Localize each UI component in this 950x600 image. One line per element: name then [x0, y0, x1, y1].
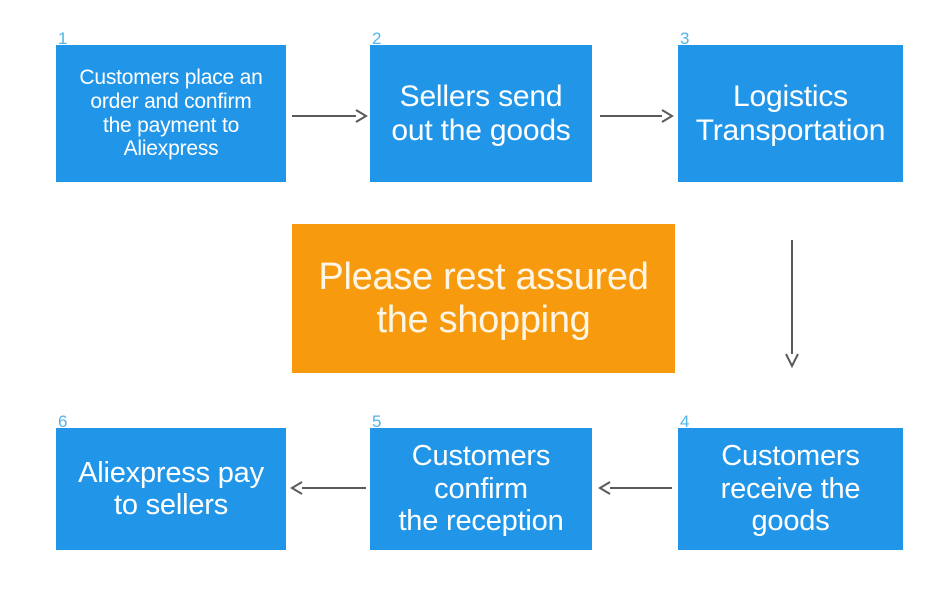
- step-number-6: 6: [58, 412, 68, 431]
- step-box-1[interactable]: Customers place an order and confirm the…: [56, 45, 286, 182]
- step-number-1: 1: [58, 29, 68, 48]
- step-box-4[interactable]: Customers receive the goods: [678, 428, 903, 550]
- arrow-step5-to-step6: [290, 481, 366, 495]
- step-box-5-label: Customers confirm the reception: [398, 440, 564, 538]
- step-box-6-label: Aliexpress pay to sellers: [78, 456, 264, 521]
- step-number-3: 3: [680, 29, 690, 48]
- step-box-3[interactable]: Logistics Transportation: [678, 45, 903, 182]
- step-box-2[interactable]: Sellers send out the goods: [370, 45, 592, 182]
- assurance-banner-label: Please rest assured the shopping: [318, 255, 649, 341]
- step-box-4-label: Customers receive the goods: [720, 440, 861, 538]
- assurance-banner: Please rest assured the shopping: [292, 224, 675, 373]
- step-number-2: 2: [372, 29, 382, 48]
- step-number-4: 4: [680, 412, 690, 431]
- step-box-2-label: Sellers send out the goods: [391, 79, 571, 147]
- step-box-1-label: Customers place an order and confirm the…: [79, 66, 263, 161]
- arrow-step2-to-step3: [600, 109, 674, 123]
- step-box-3-label: Logistics Transportation: [695, 79, 886, 147]
- step-box-5[interactable]: Customers confirm the reception: [370, 428, 592, 550]
- step-number-5: 5: [372, 412, 382, 431]
- arrow-step4-to-step5: [598, 481, 672, 495]
- arrow-step1-to-step2: [292, 109, 368, 123]
- step-box-6[interactable]: Aliexpress pay to sellers: [56, 428, 286, 550]
- arrow-step3-to-step4: [785, 240, 799, 369]
